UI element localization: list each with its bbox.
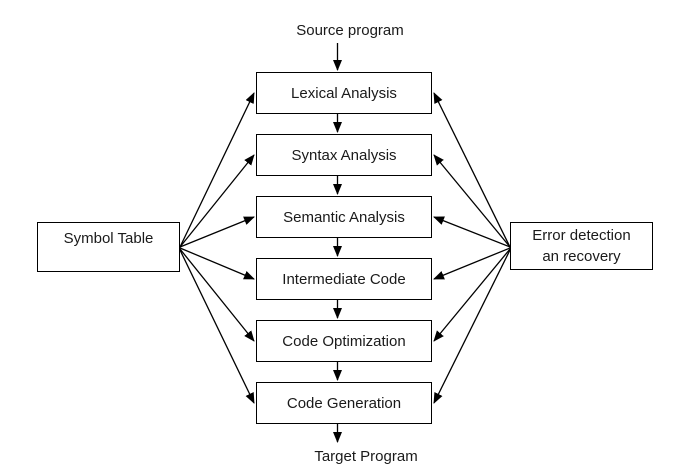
arrow-symbol-to-optimization	[179, 248, 255, 342]
phase-box-code-optimization: Code Optimization	[256, 320, 432, 362]
symbol-table-box: Symbol Table	[37, 222, 180, 272]
error-detection-label-line1: Error detection	[532, 227, 631, 244]
arrow-symbol-to-semantic	[179, 216, 255, 248]
phase-box-code-generation: Code Generation	[256, 382, 432, 424]
error-detection-label-line2: an recovery	[542, 248, 621, 265]
symbol-table-arrows	[179, 92, 255, 404]
phase-box-semantic-analysis: Semantic Analysis	[256, 196, 432, 238]
arrow-error-to-syntax	[433, 154, 511, 248]
arrow-error-to-generation	[433, 249, 511, 404]
arrow-symbol-to-generation	[179, 249, 255, 404]
arrow-error-to-intermediate	[433, 247, 511, 280]
phase-box-lexical-analysis: Lexical Analysis	[256, 72, 432, 114]
arrow-error-to-optimization	[433, 248, 511, 342]
arrow-error-to-lexical	[433, 92, 511, 248]
symbol-table-label: Symbol Table	[63, 230, 154, 247]
arrow-symbol-to-lexical	[179, 92, 255, 248]
phase-box-syntax-analysis: Syntax Analysis	[256, 134, 432, 176]
arrow-error-to-semantic	[433, 216, 511, 248]
error-arrows	[433, 92, 511, 404]
target-program-label: Target Program	[314, 448, 418, 465]
arrow-symbol-to-syntax	[179, 154, 255, 248]
error-detection-box: Error detection an recovery	[510, 222, 653, 270]
source-program-label: Source program	[296, 22, 404, 39]
phase-box-intermediate-code: Intermediate Code	[256, 258, 432, 300]
arrow-symbol-to-intermediate	[179, 247, 255, 280]
